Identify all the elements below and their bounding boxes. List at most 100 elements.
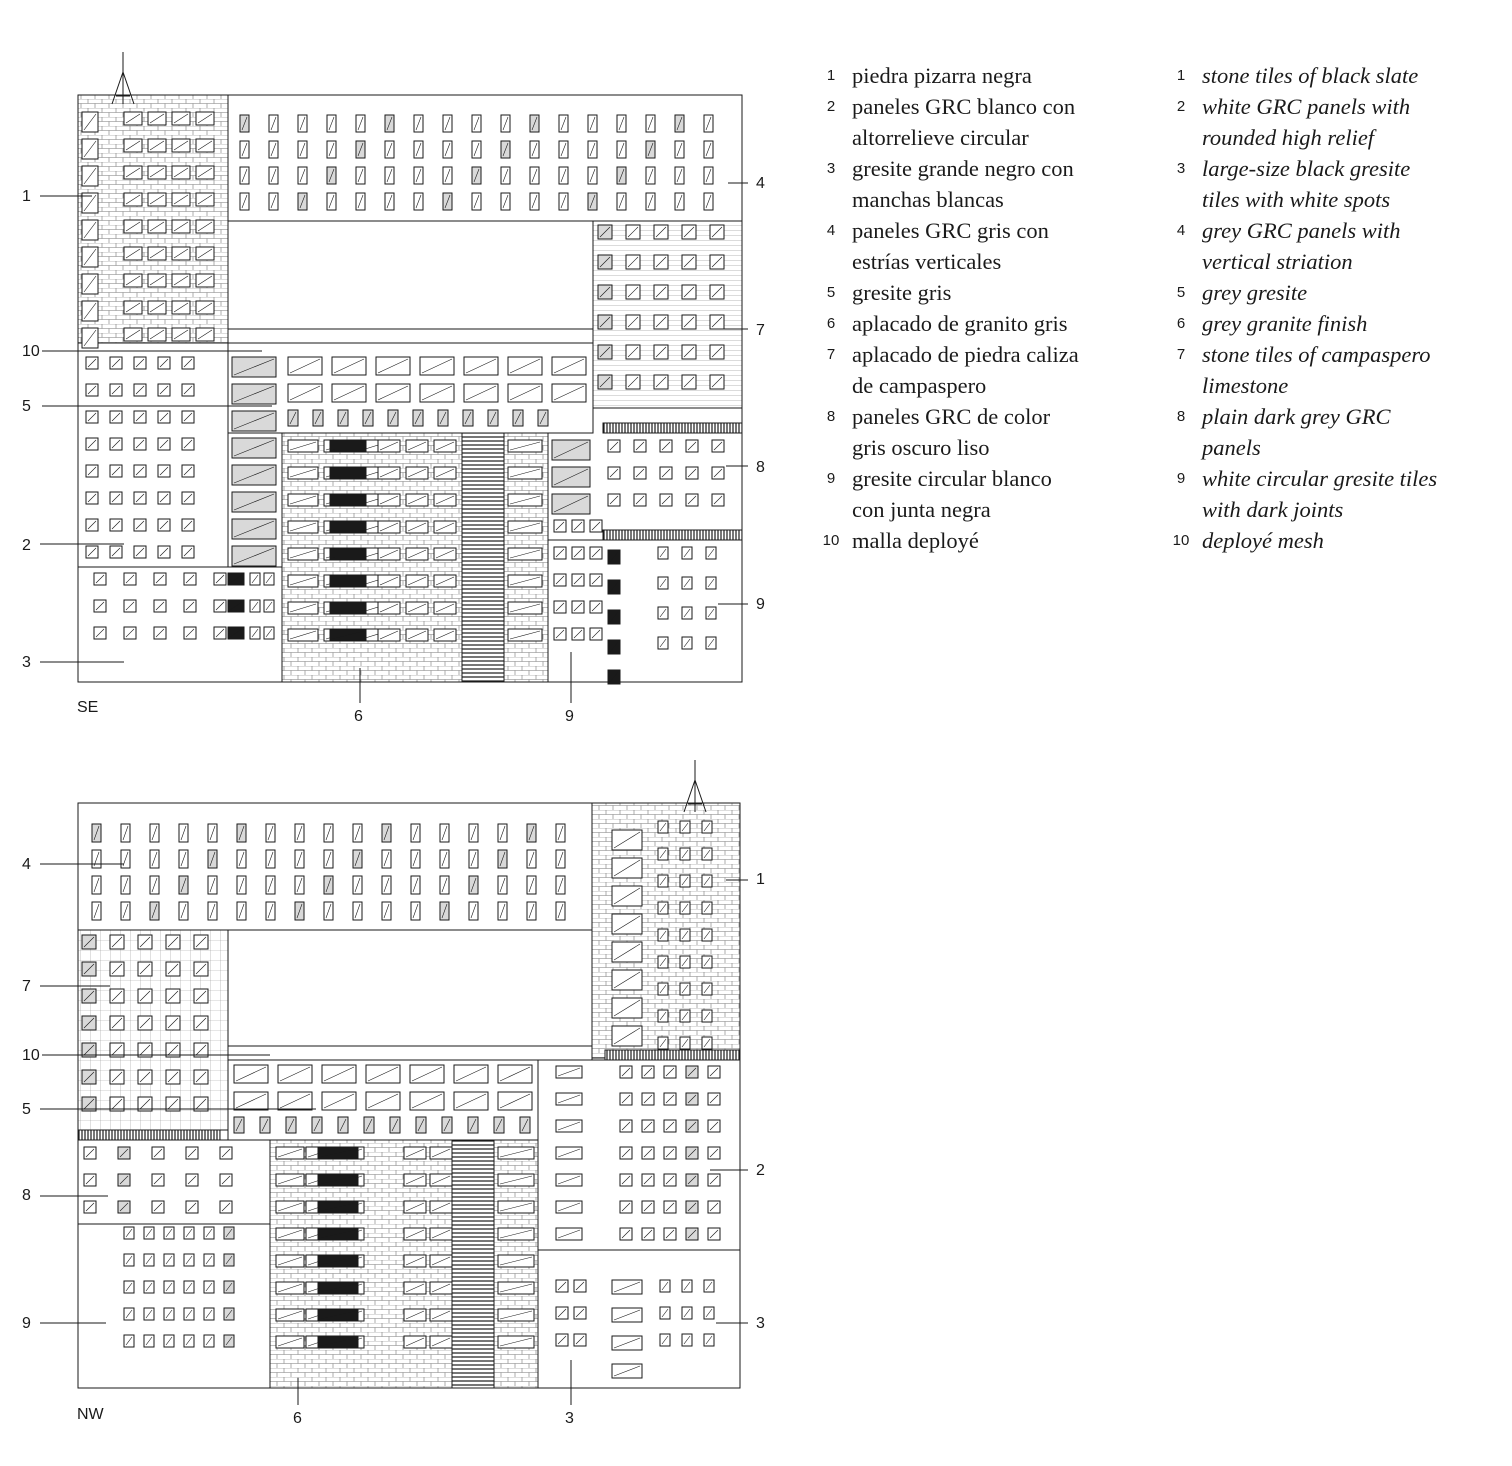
window-opening [139,1071,151,1083]
window-opening [711,316,723,328]
window-opening [557,877,564,893]
window-opening [643,1229,653,1239]
window-opening [609,441,619,451]
window-opening [421,358,453,374]
se-windows [81,111,725,685]
window-opening [149,221,165,232]
window-opening [197,302,213,313]
window-opening [683,226,695,238]
window-opening [319,1175,357,1185]
window-opening [319,1229,357,1239]
se-callout-10: 10 [22,343,40,360]
window-opening [676,116,683,131]
window-opening [233,466,275,484]
window-opening [441,877,448,893]
window-opening [687,441,697,451]
window-opening [411,1066,443,1082]
window-opening [111,1017,123,1029]
legend-line: con junta negra [852,497,991,522]
se-view-label: SE [77,699,99,716]
window-opening [386,194,393,209]
se-courtyard-void [227,220,594,330]
window-opening [431,1229,451,1239]
window-opening [621,1202,631,1212]
window-opening [145,1336,153,1346]
window-opening [314,411,322,425]
window-opening [591,521,601,531]
window-opening [681,957,689,967]
window-opening [233,385,275,403]
window-opening [379,603,399,613]
window-opening [135,520,145,530]
window-opening [599,286,611,298]
window-opening [407,576,427,586]
window-opening [357,116,364,131]
legend-number: 5 [1176,284,1186,301]
window-opening [209,825,216,841]
window-opening [185,1309,193,1319]
window-opening [149,329,165,340]
legend-number: 7 [826,346,836,363]
window-opening [153,1202,163,1212]
window-opening [277,1310,303,1320]
window-opening [589,194,596,209]
window-opening [205,1255,213,1265]
window-opening [661,1308,669,1318]
window-opening [111,1098,123,1110]
window-opening [149,275,165,286]
legend-line: aplacado de piedra caliza [852,342,1079,367]
window-opening [167,963,179,975]
window-opening [703,1011,711,1021]
window-opening [553,441,589,459]
window-opening [139,1098,151,1110]
window-opening [367,1066,399,1082]
window-opening [195,1071,207,1083]
window-opening [470,851,477,867]
legend-number: 4 [1176,222,1186,239]
window-opening [415,194,422,209]
window-opening [225,1282,233,1292]
window-opening [125,167,141,178]
se-terrace-mesh [227,328,594,344]
window-opening [299,194,306,209]
window-opening [159,439,169,449]
window-opening [319,1337,357,1347]
window-opening [289,522,317,532]
window-opening [145,1255,153,1265]
window-opening [703,876,711,886]
se-callout-8: 8 [756,459,765,476]
legend-line: de campaspero [852,373,987,398]
window-opening [555,548,565,558]
window-opening [455,1066,487,1082]
window-opening [235,1066,267,1082]
window-opening [122,877,129,893]
window-opening [125,574,135,584]
window-opening [241,194,248,209]
window-opening [435,441,455,451]
window-opening [87,520,97,530]
window-opening [665,1121,675,1131]
window-opening [705,168,712,183]
window-opening [575,1308,585,1318]
window-opening [83,302,97,320]
se-callout-6: 6 [354,708,363,725]
window-opening [707,548,715,558]
window-opening [111,963,123,975]
legend-description: deployé mesh [1202,525,1324,556]
window-opening [221,1202,231,1212]
se-top-windows [239,114,714,211]
window-opening [655,286,667,298]
window-opening [270,168,277,183]
window-opening [405,1148,425,1158]
window-opening [277,1202,303,1212]
legend-number: 3 [1176,160,1186,177]
window-opening [135,466,145,476]
window-opening [85,1175,95,1185]
window-opening [665,1175,675,1185]
window-opening [139,1044,151,1056]
